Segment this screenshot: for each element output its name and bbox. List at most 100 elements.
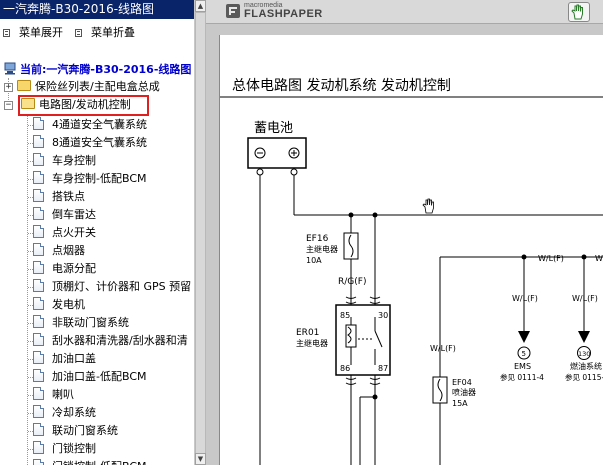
diagram-title: 总体电路图 发动机系统 发动机控制	[232, 78, 451, 94]
tree-line	[28, 377, 33, 378]
fuse-element	[348, 234, 354, 258]
tree-item[interactable]: 联动门窗系统	[33, 422, 118, 440]
document-icon	[33, 117, 44, 130]
document-icon	[33, 297, 44, 310]
tree-item[interactable]: 点火开关	[33, 224, 96, 242]
tree-folder-label: 电路图/发动机控制	[39, 98, 131, 111]
tree-item[interactable]: 顶棚灯、计价器和 GPS 预留	[33, 278, 191, 296]
document-icon	[33, 387, 44, 400]
tree-item[interactable]: 发电机	[33, 296, 85, 314]
tree-item[interactable]: 门锁控制-低配BCM	[33, 458, 147, 465]
tree-line	[8, 78, 9, 108]
tree-item[interactable]: 加油口盖	[33, 350, 96, 368]
tree-folder-fuse[interactable]: 保险丝列表/主配电盒总成	[17, 78, 160, 96]
tree-item-label: 车身控制	[52, 154, 96, 167]
tree-item-label: 车身控制-低配BCM	[52, 172, 147, 185]
tree-line	[28, 269, 33, 270]
tree-item[interactable]: 8通道安全气囊系统	[33, 134, 147, 152]
ems-ref: 参见 0111-4	[500, 372, 544, 382]
tree-item-label: 点烟器	[52, 244, 85, 257]
tree-line	[28, 395, 33, 396]
connector-symbol	[345, 296, 357, 304]
tree-line	[27, 115, 28, 465]
hand-cursor-icon	[422, 198, 434, 214]
menu-collapse-button[interactable]: 菜单折叠	[75, 24, 135, 42]
tree-item[interactable]: 刮水器和清洗器/刮水器和清	[33, 332, 188, 350]
tree-item[interactable]: 点烟器	[33, 242, 85, 260]
left-pane-scrollbar[interactable]: ▲ ▼	[194, 0, 206, 465]
tree-item[interactable]: 搭铁点	[33, 188, 85, 206]
collapse-toggle[interactable]: −	[4, 100, 13, 110]
document-icon	[33, 279, 44, 292]
open-folder-icon	[21, 98, 35, 109]
battery-pos-terminal	[288, 147, 300, 159]
tree-folder-engine-control[interactable]: 电路图/发动机控制	[21, 96, 131, 114]
tree-item-label: 发电机	[52, 298, 85, 311]
tree-item-label: 加油口盖	[52, 352, 96, 365]
tree-item[interactable]: 加油口盖-低配BCM	[33, 368, 147, 386]
scroll-thumb[interactable]	[195, 12, 206, 462]
tree-item[interactable]: 非联动门窗系统	[33, 314, 129, 332]
left-pane: 一汽奔腾-B30-2016-线路图 菜单展开 菜单折叠 当前:一汽奔腾-B30-…	[0, 0, 194, 465]
fuse-ef04-name: 喷油器	[452, 387, 476, 397]
relay-coil-winding	[347, 326, 352, 344]
battery-neg-terminal	[254, 147, 266, 159]
wire-label-wl: W/L(F)	[572, 294, 598, 303]
document-icon	[33, 261, 44, 274]
ems-arrow	[518, 331, 530, 343]
tree-item[interactable]: 倒车雷达	[33, 206, 96, 224]
wiring-diagram: 总体电路图 发动机系统 发动机控制 蓄电池	[220, 78, 603, 465]
computer-icon	[4, 62, 16, 75]
tree-item[interactable]: 门锁控制	[33, 440, 96, 458]
wire-label-wl: W/L(F)	[512, 294, 538, 303]
tree-line	[28, 305, 33, 306]
menu-bar: 菜单展开 菜单折叠	[0, 24, 194, 42]
tree-line	[28, 161, 33, 162]
scroll-down-button[interactable]: ▼	[195, 453, 206, 465]
relay-id: ER01	[296, 328, 319, 338]
hand-tool-button[interactable]	[568, 2, 590, 22]
tree-item[interactable]: 4通道安全气囊系统	[33, 116, 147, 134]
tree-item-label: 非联动门窗系统	[52, 316, 129, 329]
tree-root-label[interactable]: 当前:一汽奔腾-B30-2016-线路图	[20, 63, 192, 76]
tree-item-label: 电源分配	[52, 262, 96, 275]
document-icon	[33, 423, 44, 436]
fuel-name: 燃油系统	[570, 361, 602, 371]
expand-toggle[interactable]: +	[4, 82, 13, 92]
ems-name: EMS	[514, 362, 531, 371]
tree-item[interactable]: 冷却系统	[33, 404, 96, 422]
tree-line	[28, 125, 33, 126]
menu-collapse-label: 菜单折叠	[91, 26, 135, 39]
tree-item-label: 冷却系统	[52, 406, 96, 419]
tree-item-label: 加油口盖-低配BCM	[52, 370, 147, 383]
document-icon	[33, 405, 44, 418]
fuse-ef16-rating: 10A	[306, 256, 322, 265]
document-icon	[33, 333, 44, 346]
tree-folder-label: 保险丝列表/主配电盒总成	[35, 80, 160, 93]
tree-item[interactable]: 电源分配	[33, 260, 96, 278]
ems-pin-number: 5	[522, 350, 526, 358]
menu-expand-button[interactable]: 菜单展开	[3, 24, 63, 42]
tree-item[interactable]: 车身控制	[33, 152, 96, 170]
fuse-ef04-id: EF04	[452, 378, 472, 387]
document-icon	[33, 189, 44, 202]
ems-pin	[517, 346, 531, 360]
tree-item-label: 8通道安全气囊系统	[52, 136, 147, 149]
document-icon	[33, 225, 44, 238]
scroll-up-button[interactable]: ▲	[195, 0, 206, 12]
menu-expand-icon	[3, 29, 10, 37]
tree-line	[28, 413, 33, 414]
fuel-pin-number: 130	[578, 350, 590, 358]
connector-dot	[290, 168, 298, 176]
document-icon	[33, 207, 44, 220]
tree-item[interactable]: 喇叭	[33, 386, 74, 404]
highlight-box	[18, 95, 149, 116]
tree-item[interactable]: 车身控制-低配BCM	[33, 170, 147, 188]
tree-item-label: 门锁控制	[52, 442, 96, 455]
connector-symbol	[345, 377, 357, 385]
document-icon	[33, 459, 44, 465]
tree-item-label: 喇叭	[52, 388, 74, 401]
tree-line	[28, 143, 33, 144]
logo-vendor: macromedia	[244, 2, 283, 9]
relay-switch	[374, 330, 383, 348]
